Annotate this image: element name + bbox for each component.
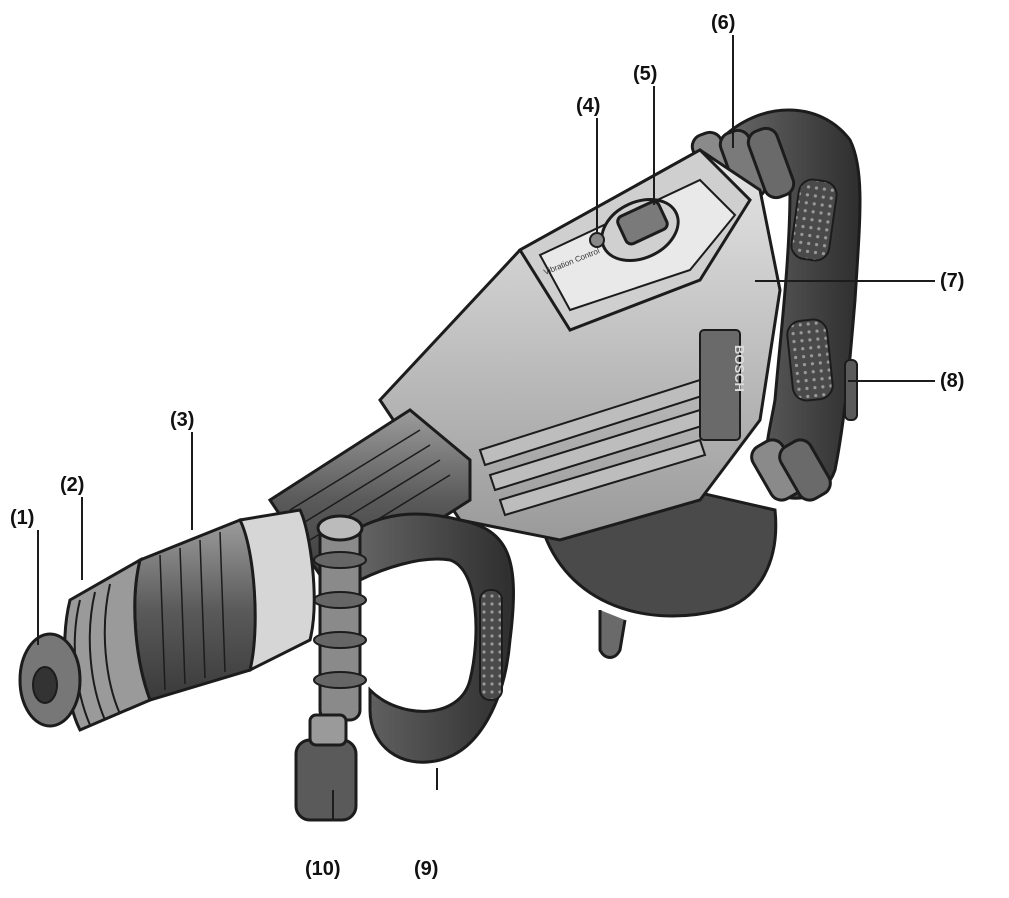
service-indicator — [589, 232, 605, 248]
locking-ring — [133, 518, 257, 702]
callout-1: (1) — [10, 507, 35, 529]
main-handle — [718, 108, 862, 500]
aux-grip-texture — [479, 589, 503, 701]
wing-bolt — [294, 738, 358, 822]
callout-7: (7) — [940, 270, 965, 292]
callout-9: (9) — [414, 858, 439, 880]
callout-10: (10) — [305, 858, 341, 880]
leader-lines — [37, 35, 935, 820]
tool-holder-assembly — [18, 508, 316, 732]
callout-3: (3) — [170, 409, 195, 431]
handle-clamp-shaft — [318, 518, 362, 722]
locking-sleeve — [63, 556, 152, 732]
auxiliary-handle — [294, 512, 515, 822]
on-off-switch — [844, 359, 858, 421]
upper-grip-texture — [790, 178, 838, 262]
lower-grip-texture — [786, 318, 834, 402]
callout-8: (8) — [940, 370, 965, 392]
selector-switch — [600, 198, 680, 262]
brand-text: BOSCH — [732, 345, 747, 392]
brand-panel — [699, 329, 741, 441]
lower-damping-element — [750, 438, 832, 502]
power-cord — [598, 610, 627, 659]
callout-4: (4) — [576, 95, 601, 117]
callout-6: (6) — [711, 12, 736, 34]
callout-5: (5) — [633, 63, 658, 85]
callout-2: (2) — [60, 474, 85, 496]
